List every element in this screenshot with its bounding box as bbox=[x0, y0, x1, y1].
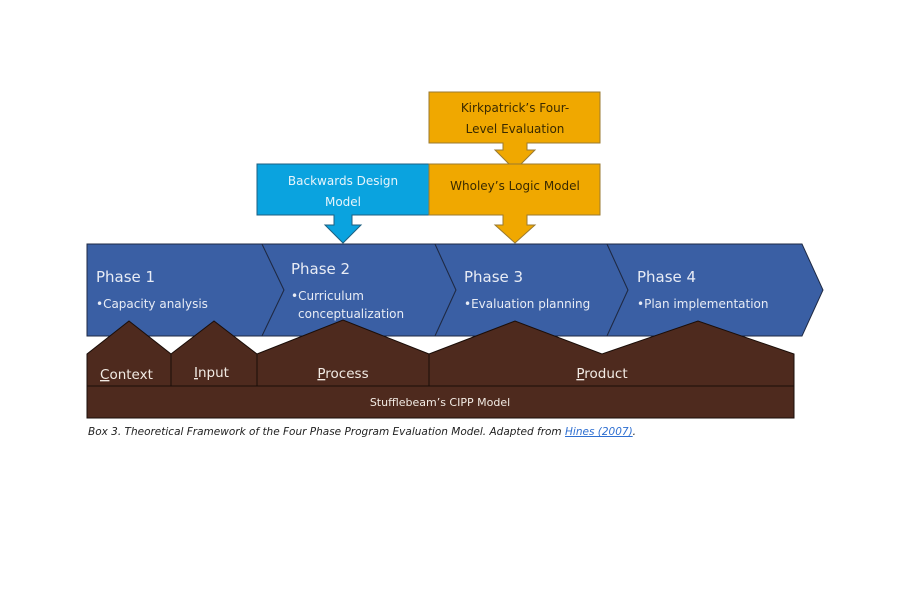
citation-link[interactable]: Hines (2007) bbox=[565, 426, 633, 438]
kirkpatrick-shape bbox=[428, 91, 601, 171]
phase-1-shape bbox=[86, 243, 285, 337]
phase-1-title: Phase 1 bbox=[96, 268, 155, 286]
cipp-base-label: Stufflebeam’s CIPP Model bbox=[370, 396, 510, 409]
cipp-input-initial: I bbox=[194, 365, 198, 381]
cipp-product-initial: P bbox=[576, 366, 584, 382]
phase-4-shape bbox=[606, 243, 824, 337]
phase-4-bullet: •Plan implementation bbox=[637, 297, 769, 311]
phase-2-bullet-cont: conceptualization bbox=[298, 307, 404, 321]
phase-1-bullet: •Capacity analysis bbox=[96, 297, 208, 311]
phase-band: Phase 1 •Capacity analysis Phase 2 •Curr… bbox=[86, 243, 824, 337]
cipp-product-rest: roduct bbox=[584, 366, 627, 382]
figure-caption: Box 3. Theoretical Framework of the Four… bbox=[88, 426, 636, 438]
wholey-logic-shape bbox=[428, 163, 601, 244]
phase-3-shape bbox=[434, 243, 629, 337]
caption-end: . bbox=[632, 426, 637, 438]
cipp-context-label: Context bbox=[100, 367, 153, 383]
phase-4-title: Phase 4 bbox=[637, 268, 696, 286]
phase-2-title: Phase 2 bbox=[291, 260, 350, 278]
cipp-process-rest: rocess bbox=[325, 366, 368, 382]
cipp-model: Context Input Process Product Stufflebea… bbox=[86, 319, 795, 419]
phase-2-bullet: •Curriculum bbox=[291, 289, 364, 303]
cipp-product-label: Product bbox=[576, 366, 627, 382]
phase-3-bullet: •Evaluation planning bbox=[464, 297, 590, 311]
cipp-product-shape bbox=[428, 320, 795, 387]
wholey-logic-box: Wholey’s Logic Model bbox=[428, 163, 601, 244]
wholey-label: Wholey’s Logic Model bbox=[450, 179, 580, 193]
kirkpatrick-box: Kirkpatrick’s Four- Level Evaluation bbox=[428, 91, 601, 171]
backwards-line1: Backwards Design bbox=[288, 174, 398, 188]
cipp-context-initial: C bbox=[100, 367, 109, 383]
cipp-context-rest: ontext bbox=[109, 367, 152, 383]
kirkpatrick-line2: Level Evaluation bbox=[466, 122, 565, 136]
cipp-base-shape bbox=[86, 385, 795, 419]
backwards-line2: Model bbox=[325, 195, 361, 209]
backwards-design-box: Backwards Design Model bbox=[256, 163, 430, 244]
cipp-process-label: Process bbox=[317, 366, 368, 382]
cipp-process-initial: P bbox=[317, 366, 325, 382]
phase-3-title: Phase 3 bbox=[464, 268, 523, 286]
caption-text: Box 3. Theoretical Framework of the Four… bbox=[88, 426, 566, 438]
cipp-input-rest: nput bbox=[198, 365, 229, 381]
cipp-input-label: Input bbox=[194, 365, 229, 381]
kirkpatrick-line1: Kirkpatrick’s Four- bbox=[461, 101, 569, 115]
